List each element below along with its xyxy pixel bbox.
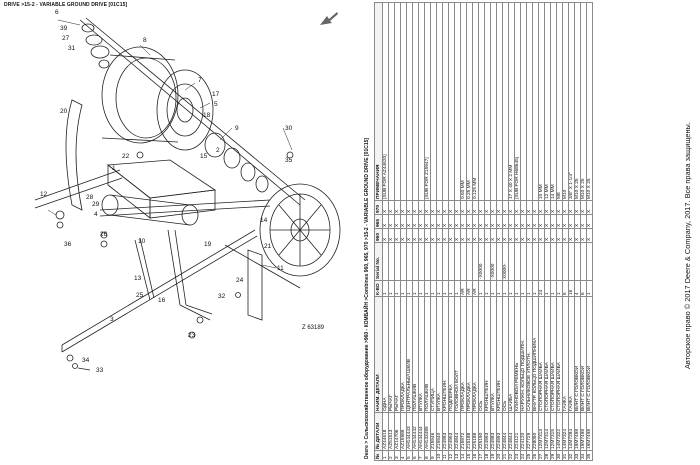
table-cell: 19M7498 <box>586 412 593 451</box>
parts-table-panel: Deere > Сельскохозяйственное оборудовани… <box>362 0 700 465</box>
table-cell <box>586 242 593 281</box>
callout-label: 26 <box>100 231 108 238</box>
column-header: 960 <box>374 228 383 243</box>
callout-label: 34 <box>82 357 90 364</box>
table-title: Deere > Сельскохозяйственное оборудовани… <box>364 137 370 459</box>
page-header: DRIVE >15-2 - VARIABLE GROUND DRIVE [01C… <box>4 2 128 8</box>
callout-label: 25 <box>136 292 144 299</box>
callout-label: 15 <box>200 153 208 160</box>
callout-label: 18 <box>203 112 211 119</box>
callout-label: 3 <box>110 316 114 323</box>
back-arrow-icon[interactable] <box>318 10 340 28</box>
callout-label: 39 <box>60 25 68 32</box>
callout-label: 32 <box>218 293 226 300</box>
column-header: 970 <box>374 200 383 215</box>
callout-label: 11 <box>277 265 284 272</box>
callout-label: 1 <box>112 165 116 172</box>
callout-labels: 6 39 27 31 8 20 7 17 5 18 9 22 15 2 1 12… <box>40 9 293 374</box>
table-cell: X <box>586 200 593 215</box>
callout-label: 6 <box>55 9 59 16</box>
callout-label: 10 <box>138 238 146 245</box>
copyright-notice: Авторское право © 2017 Deere & Company, … <box>683 122 692 369</box>
callout-label: 29 <box>92 201 100 208</box>
callout-label: 31 <box>68 45 76 52</box>
callout-label: 27 <box>62 35 70 42</box>
callout-label: 5 <box>214 101 218 108</box>
callout-label: 9 <box>235 125 239 132</box>
column-header: № <box>374 450 383 461</box>
callout-label: 19 <box>204 241 212 248</box>
callout-label: 35 <box>285 157 293 164</box>
callout-label: 16 <box>158 297 166 304</box>
callout-label: 4 <box>94 211 98 218</box>
callout-label: 7 <box>198 77 202 84</box>
exploded-parts-diagram: 6 39 27 31 8 20 7 17 5 18 9 22 15 2 1 12… <box>34 9 341 374</box>
callout-label: 36 <box>64 241 72 248</box>
table-cell: X <box>586 228 593 243</box>
table-cell: M10 X 25 <box>586 2 593 201</box>
callout-label: 28 <box>86 194 94 201</box>
callout-label: 20 <box>60 108 68 115</box>
column-header: К-ВО <box>374 280 383 297</box>
diagram-panel: DRIVE >15-2 - VARIABLE GROUND DRIVE [01C… <box>4 2 341 374</box>
callout-label: 13 <box>134 275 142 282</box>
rotated-table-frame: Deere > Сельскохозяйственное оборудовани… <box>362 0 700 465</box>
table-cell: ВИНТ С ГОЛОВКОЙ <box>586 296 593 413</box>
callout-label: 17 <box>212 91 220 98</box>
callout-label: 30 <box>285 125 293 132</box>
callout-label: 33 <box>96 367 104 374</box>
table-cell: 1 <box>586 280 593 297</box>
figure-id: Z 63189 <box>302 325 325 331</box>
column-header: 965 <box>374 214 383 229</box>
column-header: № ДЕТАЛИ <box>374 412 383 451</box>
table-cell: X <box>586 214 593 229</box>
column-header: НАИМ. ДЕТАЛИ <box>374 296 383 413</box>
callout-label: 14 <box>260 217 268 224</box>
callout-label: 12 <box>40 191 48 198</box>
callout-label: 2 <box>216 147 220 154</box>
column-header: ПРИМЕЧАНИЯ <box>374 2 383 201</box>
callout-label: 23 <box>188 332 196 339</box>
callout-label: 22 <box>122 153 130 160</box>
callout-label: 8 <box>143 37 147 44</box>
table-cell: 35 <box>586 450 593 461</box>
callout-label: 21 <box>264 243 272 250</box>
callout-label: 24 <box>236 277 244 284</box>
column-header: Serial No. <box>374 242 383 281</box>
